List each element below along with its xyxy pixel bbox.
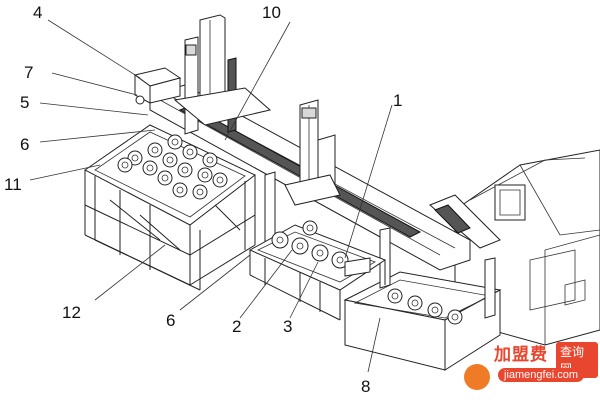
label-11: 11 bbox=[4, 175, 22, 194]
conveyor-workpieces bbox=[271, 220, 349, 269]
rack-workpieces bbox=[117, 134, 228, 200]
watermark-brand: 加盟费 bbox=[494, 345, 548, 364]
label-10: 10 bbox=[262, 3, 281, 22]
label-6-top: 6 bbox=[20, 135, 29, 154]
label-12: 12 bbox=[62, 303, 81, 322]
leader-lines bbox=[29, 19, 393, 373]
label-8: 8 bbox=[361, 377, 370, 396]
watermark-logo-icon bbox=[464, 364, 490, 390]
vertical-column-right bbox=[284, 99, 341, 206]
label-2: 2 bbox=[232, 317, 241, 336]
vertical-column-left bbox=[173, 14, 272, 135]
label-4: 4 bbox=[33, 3, 42, 22]
watermark: 加盟费 查询网 jiamengfei.com bbox=[460, 338, 598, 398]
label-1: 1 bbox=[393, 91, 402, 110]
drive-motor bbox=[133, 67, 182, 105]
label-7: 7 bbox=[24, 63, 33, 82]
label-6-bottom: 6 bbox=[166, 311, 175, 330]
input-rack bbox=[84, 124, 256, 291]
label-3: 3 bbox=[283, 317, 292, 336]
watermark-url: jiamengfei.com bbox=[498, 368, 584, 382]
callout-numbers: 4 10 7 1 5 6 11 12 6 2 3 8 bbox=[4, 3, 402, 396]
transfer-conveyor bbox=[248, 220, 387, 321]
label-5: 5 bbox=[20, 93, 29, 112]
